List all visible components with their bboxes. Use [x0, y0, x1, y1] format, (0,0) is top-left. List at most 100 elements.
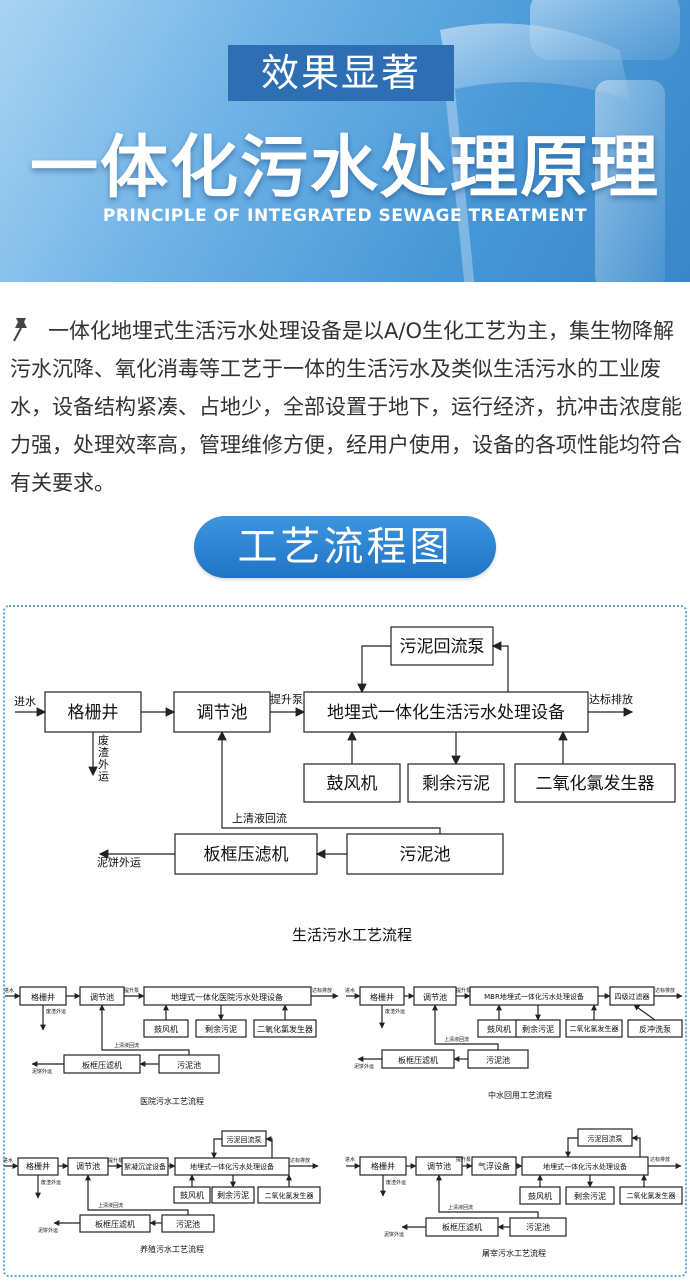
m2-inflow: 进水: [345, 987, 355, 994]
label-grille: 格栅井: [68, 703, 119, 723]
m4-tank: 调节池: [427, 1161, 451, 1171]
m4-equipment: 地埋式一体化污水处理设备: [543, 1162, 627, 1171]
m3-blower: 鼓风机: [180, 1190, 204, 1200]
m2-supernatant: 上清液回流: [444, 1036, 469, 1043]
mini-flow-slaughter: 污泥回流泵 格栅井 调节池 气浮设备 地埋式一体化污水处理设备 鼓风机 剩余污泥…: [345, 1128, 683, 1258]
m2-pump: 提升泵: [456, 987, 471, 994]
m3-excess: 剩余污泥: [217, 1190, 249, 1200]
mini-flow-livestock: 污泥回流泵 格栅井 调节池 絮凝沉淀设备 地埋式一体化污水处理设备 鼓风机 剩余…: [3, 1130, 321, 1254]
m2-chlorine: 二氧化氯发生器: [570, 1024, 619, 1033]
label-discharge: 达标排放: [589, 692, 633, 706]
intro-paragraph: 一体化地埋式生活污水处理设备是以A/O生化工艺为主，集生物降解污水沉降、氧化消毒…: [10, 312, 682, 502]
pushpin-icon: [13, 318, 27, 342]
m4-sludge: 污泥池: [526, 1222, 550, 1232]
m3-chlorine: 二氧化氯发生器: [265, 1191, 314, 1200]
m1-press: 板框压滤机: [82, 1060, 122, 1070]
m2-caption: 中水回用工艺流程: [488, 1090, 552, 1100]
label-chlorine: 二氧化氯发生器: [536, 774, 655, 794]
hero-title: 一体化污水处理原理: [29, 129, 660, 208]
m3-waste: 废渣外运: [41, 1179, 61, 1186]
label-waste: 废渣外运: [98, 733, 109, 783]
m1-discharge: 达标排放: [312, 987, 332, 994]
m4-discharge: 达标排放: [650, 1156, 670, 1163]
m3-discharge: 达标排放: [290, 1157, 310, 1164]
m4-press: 板框压滤机: [442, 1222, 482, 1232]
m3-return: 污泥回流泵: [227, 1135, 262, 1144]
label-filter-press: 板框压滤机: [204, 845, 289, 865]
m4-excess: 剩余污泥: [574, 1191, 606, 1201]
node-excess-sludge: [407, 763, 505, 803]
intro-text: 一体化地埋式生活污水处理设备是以A/O生化工艺为主，集生物降解污水沉降、氧化消毒…: [10, 319, 682, 495]
m3-inflow: 进水: [3, 1157, 13, 1164]
node-equipment: [303, 691, 589, 733]
m2-tank: 调节池: [423, 992, 447, 1002]
label-supernatant: 上清液回流: [232, 811, 287, 825]
m3-supernatant: 上清液回流: [98, 1202, 123, 1209]
mini-flow-hospital: 格栅井 调节池 地埋式一体化医院污水处理设备 鼓风机 剩余污泥 二氧化氯发生器 …: [4, 986, 339, 1106]
m3-cake: 泥饼外运: [38, 1227, 58, 1234]
m3-equipment: 地埋式一体化污水处理设备: [190, 1162, 274, 1171]
diagram-frame: [3, 605, 687, 1277]
m2-press: 板框压滤机: [398, 1055, 438, 1065]
label-blower: 鼓风机: [327, 774, 378, 794]
m2-backwash: 反冲洗泵: [639, 1024, 671, 1034]
node-grille: [44, 691, 142, 733]
m1-excess: 剩余污泥: [205, 1024, 237, 1034]
label-equipment: 地埋式一体化生活污水处理设备: [327, 703, 565, 723]
node-blower: [303, 763, 401, 803]
faucet-illustration: [440, 0, 680, 282]
m2-excess: 剩余污泥: [522, 1024, 554, 1034]
m1-cake: 泥饼外运: [32, 1068, 52, 1075]
m2-grille: 格栅井: [370, 992, 394, 1002]
label-tank: 调节池: [197, 703, 248, 723]
label-pump: 提升泵: [270, 693, 303, 706]
m4-chlorine: 二氧化氯发生器: [627, 1191, 676, 1200]
m4-supernatant: 上清液回流: [448, 1204, 473, 1211]
m4-grille: 格栅井: [371, 1161, 395, 1171]
m3-pre: 絮凝沉淀设备: [124, 1162, 166, 1171]
m4-caption: 屠宰污水工艺流程: [482, 1248, 546, 1258]
m1-waste: 废渣外运: [46, 1008, 66, 1015]
m4-pump: 提升泵: [456, 1156, 471, 1163]
m2-waste: 废渣外运: [385, 1008, 405, 1015]
m4-cake: 泥饼外运: [384, 1231, 404, 1238]
hero-subtitle: PRINCIPLE OF INTEGRATED SEWAGE TREATMENT: [102, 206, 588, 226]
m3-tank: 调节池: [76, 1161, 100, 1171]
m3-caption: 养殖污水工艺流程: [140, 1244, 204, 1254]
m4-waste: 废渣外运: [386, 1179, 406, 1186]
m1-supernatant: 上清液回流: [114, 1042, 139, 1049]
node-return-pump: [390, 626, 494, 666]
label-sludge-tank: 污泥池: [400, 845, 451, 865]
m1-blower: 鼓风机: [154, 1024, 178, 1034]
m1-inflow: 进水: [4, 987, 14, 994]
m2-discharge: 达标排放: [655, 987, 675, 994]
m1-chlorine: 二氧化氯发生器: [257, 1024, 313, 1034]
node-chlorine: [514, 763, 676, 803]
section-title: 工艺流程图: [194, 516, 496, 578]
m2-cake: 泥饼外运: [354, 1063, 374, 1070]
m3-press: 板框压滤机: [95, 1219, 135, 1229]
m3-grille: 格栅井: [26, 1161, 50, 1171]
mini-flow-reuse: 格栅井 调节池 MBR地埋式一体化污水处理设备 四级过滤器 鼓风机 剩余污泥 二…: [345, 986, 683, 1100]
m3-pump: 提升泵: [108, 1157, 123, 1164]
m3-sludge: 污泥池: [176, 1219, 200, 1229]
m2-sludge: 污泥池: [486, 1055, 510, 1065]
m4-blower: 鼓风机: [528, 1191, 552, 1201]
hero-banner: 效果显著 一体化污水处理原理 PRINCIPLE OF INTEGRATED S…: [0, 0, 690, 282]
m1-sludge: 污泥池: [177, 1060, 201, 1070]
m2-equipment: MBR地埋式一体化污水处理设备: [484, 992, 584, 1001]
m1-grille: 格栅井: [31, 992, 55, 1002]
m2-blower: 鼓风机: [487, 1024, 511, 1034]
label-inflow: 进水: [14, 695, 36, 708]
m4-pre: 气浮设备: [478, 1161, 510, 1171]
m1-equipment: 地埋式一体化医院污水处理设备: [171, 992, 283, 1002]
main-flow-diagram: 污泥回流泵 格栅井 调节池 地埋式一体化生活污水处理设备 鼓风机 剩余污泥 二氧…: [14, 626, 676, 944]
m4-inflow: 进水: [345, 1156, 355, 1163]
hero-badge: 效果显著: [228, 45, 454, 101]
m4-return: 污泥回流泵: [588, 1134, 623, 1143]
label-excess-sludge: 剩余污泥: [422, 774, 490, 794]
main-flow-caption: 生活污水工艺流程: [292, 926, 412, 944]
m1-caption: 医院污水工艺流程: [140, 1096, 204, 1106]
m1-tank: 调节池: [90, 992, 114, 1002]
m1-pump: 提升泵: [124, 987, 139, 994]
